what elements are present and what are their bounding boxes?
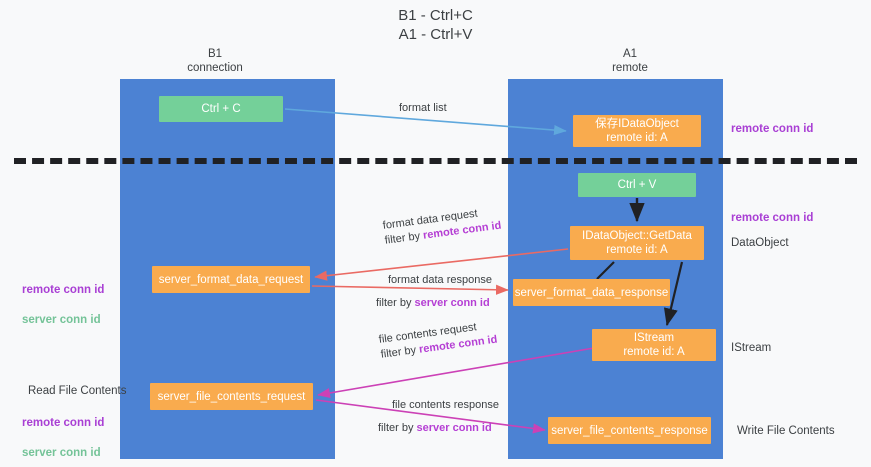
note-right-dataobject: DataObject — [731, 237, 789, 249]
note-left-conn-ids-top: remote conn id server conn id — [22, 268, 104, 343]
note-server-conn-id: server conn id — [22, 447, 101, 459]
note-right-write-file-contents: Write File Contents — [737, 425, 835, 437]
note-remote-conn-id: remote conn id — [22, 417, 105, 429]
edge-label-file-contents-response: file contents response filter by server … — [378, 398, 499, 436]
node-idataobject-getdata[interactable]: IDataObject::GetData remote id: A — [570, 226, 704, 260]
node-ctrl-v[interactable]: Ctrl + V — [578, 173, 696, 197]
note-remote-conn-id: remote conn id — [22, 284, 105, 296]
column-header-left: B1 connection — [187, 48, 243, 74]
note-left-read-file-contents: Read File Contents — [28, 385, 127, 397]
filter-prefix: filter by — [380, 343, 420, 361]
node-server-format-data-request[interactable]: server_format_data_request — [152, 266, 310, 293]
page-title: B1 - Ctrl+C A1 - Ctrl+V — [398, 7, 473, 43]
filter-prefix: filter by — [378, 422, 417, 434]
note-right-istream: IStream — [731, 342, 772, 354]
node-server-file-contents-request[interactable]: server_file_contents_request — [150, 383, 313, 410]
edge-label-format-data-request: format data request filter by remote con… — [382, 204, 502, 249]
phase-divider — [14, 158, 857, 164]
edge-label-file-contents-request: file contents request filter by remote c… — [378, 318, 498, 363]
node-idataobject[interactable]: 保存IDataObject remote id: A — [573, 115, 701, 147]
edge-label-format-data-response: format data response filter by server co… — [376, 273, 492, 311]
filter-key: server conn id — [416, 422, 492, 434]
node-istream[interactable]: IStream remote id: A — [592, 329, 716, 361]
filter-prefix: filter by — [384, 229, 424, 247]
filter-key: server conn id — [414, 297, 490, 309]
edge-label-line1: format data response — [388, 274, 492, 286]
node-ctrl-c[interactable]: Ctrl + C — [159, 96, 283, 122]
node-server-format-data-response[interactable]: server_format_data_response — [513, 279, 670, 306]
note-right-remote-conn-id-mid: remote conn id — [731, 212, 814, 224]
note-server-conn-id: server conn id — [22, 314, 101, 326]
note-left-conn-ids-bottom: remote conn id server conn id — [22, 401, 104, 467]
edge-label-line1: format list — [399, 102, 447, 114]
note-right-remote-conn-id-top: remote conn id — [731, 123, 814, 135]
edge-label-line1: file contents response — [392, 399, 500, 411]
node-server-file-contents-response[interactable]: server_file_contents_response — [548, 417, 711, 444]
edge-label-line2: filter by server conn id — [378, 421, 499, 436]
filter-prefix: filter by — [376, 297, 415, 309]
edge-label-format-list: format list — [399, 101, 447, 116]
edge-label-line2: filter by server conn id — [376, 296, 492, 311]
column-header-right: A1 remote — [612, 48, 648, 74]
